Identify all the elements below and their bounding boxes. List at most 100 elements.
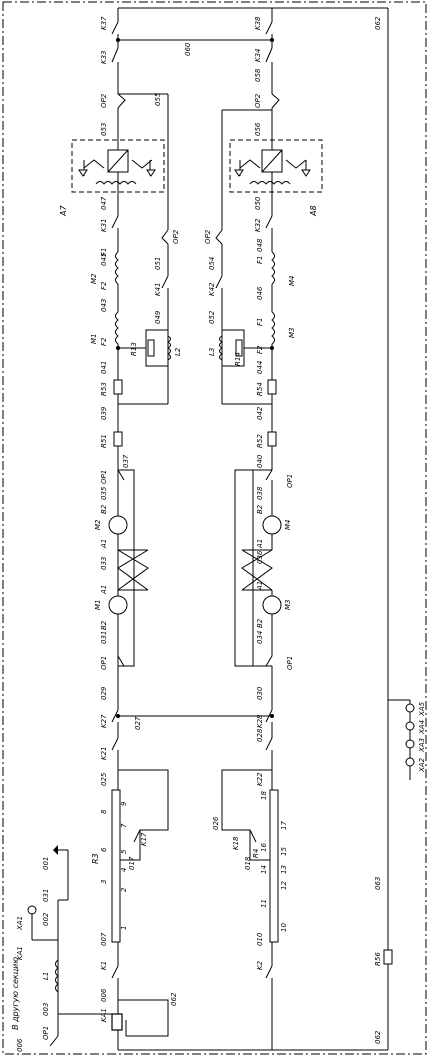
k27-contact[interactable]: [111, 709, 119, 723]
op2-branch-right[interactable]: [215, 229, 223, 245]
label-054: 054: [208, 257, 216, 270]
label-f2-left-lower: F2: [100, 337, 108, 346]
tap-15: 15: [280, 847, 288, 856]
label-035: 035: [100, 486, 108, 500]
coil-f2-right: [271, 311, 275, 345]
xa4-terminal[interactable]: [405, 721, 415, 731]
label-033: 033: [100, 557, 108, 570]
label-031b: 031: [42, 889, 50, 902]
label-044: 044: [256, 361, 264, 374]
resistor-r53: [113, 379, 123, 395]
label-f1-right-lower: F1: [256, 318, 264, 326]
k42-contact[interactable]: [215, 275, 223, 289]
label-xa1: XA1: [16, 916, 24, 931]
label-062-bottom: 062: [374, 1030, 382, 1044]
op1-contact-upper-left[interactable]: [117, 469, 125, 481]
k22-contact[interactable]: [265, 737, 273, 751]
label-028: 028: [256, 728, 264, 742]
label-k38: K38: [254, 16, 262, 30]
tap-7: 7: [120, 823, 128, 828]
label-r52: R52: [256, 434, 264, 448]
label-f2-left: F2: [100, 281, 108, 290]
k32-contact[interactable]: [265, 215, 273, 229]
op2-contact-right[interactable]: [271, 93, 280, 109]
label-049: 049: [154, 310, 162, 324]
k34-contact[interactable]: [265, 47, 273, 63]
motor-m2: [108, 515, 128, 535]
xa3-terminal[interactable]: [405, 739, 415, 749]
label-062-mid: 062: [170, 992, 178, 1006]
crossover-right: [241, 549, 273, 591]
label-xa4: XA4: [418, 720, 426, 735]
label-m2-coil: M2: [90, 273, 98, 284]
k2-contact[interactable]: [265, 965, 273, 979]
label-001: 001: [42, 857, 50, 870]
label-k22: K22: [256, 772, 264, 786]
label-031: 031: [100, 631, 108, 644]
label-025: 025: [100, 772, 108, 786]
label-m3: M3: [284, 600, 292, 611]
k31-contact[interactable]: [111, 215, 119, 229]
k33-contact[interactable]: [111, 47, 119, 63]
k17-contact[interactable]: [133, 829, 141, 843]
tap-5: 5: [120, 849, 128, 854]
resistor-r56: [383, 949, 393, 965]
xa2-terminal[interactable]: [405, 757, 415, 767]
op1-contact-lower-left[interactable]: [117, 655, 125, 667]
label-r51: R51: [100, 434, 108, 448]
label-k27: K27: [100, 714, 108, 728]
label-a1-upper-right: A1: [256, 539, 264, 549]
label-xa2: XA2: [418, 757, 426, 773]
label-f1-left: F1: [100, 248, 108, 256]
label-053: 053: [100, 123, 108, 136]
op1-contact-upper-right[interactable]: [265, 469, 273, 481]
resistor-r51: [113, 431, 123, 447]
inductor-l3-r14: [219, 329, 274, 367]
label-k28: K28: [256, 714, 264, 728]
label-l3: L3: [208, 348, 216, 356]
tap-8: 8: [100, 809, 108, 814]
label-xa3: XA3: [418, 738, 426, 753]
label-040: 040: [256, 454, 264, 468]
k17-loop: [118, 769, 169, 861]
label-m4-coil: M4: [288, 276, 296, 287]
k1-contact[interactable]: [111, 965, 119, 979]
xa5-terminal[interactable]: [405, 703, 415, 713]
label-r53: R53: [100, 382, 108, 396]
tap-9: 9: [120, 801, 128, 806]
xa1-terminal[interactable]: [27, 905, 37, 915]
k38-contact[interactable]: [265, 21, 273, 35]
label-k37: K37: [100, 16, 108, 30]
k18-contact[interactable]: [249, 829, 257, 843]
k21-contact[interactable]: [111, 737, 119, 751]
label-k33: K33: [100, 51, 108, 65]
k18-loop: [221, 769, 272, 861]
label-042: 042: [256, 406, 264, 420]
resistor-r54: [267, 379, 277, 395]
label-003: 003: [42, 1003, 50, 1016]
op2-contact-left[interactable]: [117, 93, 126, 109]
op1-contact-bottom[interactable]: [49, 1035, 59, 1047]
k37-contact[interactable]: [111, 21, 119, 35]
label-060: 060: [184, 42, 192, 56]
tap-3: 3: [100, 880, 108, 884]
label-op1-bottom: OP1: [42, 1026, 50, 1040]
k41-contact[interactable]: [161, 275, 169, 289]
label-017: 017: [128, 856, 136, 870]
tap-2: 2: [120, 887, 128, 892]
label-b2-lower-right: B2: [256, 618, 264, 628]
label-007: 007: [100, 932, 108, 946]
label-a1-lower-left: A1: [100, 585, 108, 595]
op2-branch-left[interactable]: [161, 229, 169, 245]
label-op1-upper-left: OP1: [100, 470, 108, 484]
tap-1: 1: [120, 926, 128, 930]
label-op1-upper-right: OP1: [286, 474, 294, 488]
label-043: 043: [100, 299, 108, 312]
label-048: 048: [256, 238, 264, 252]
label-group: В другую секцию K37 K38 062 060 K33 K34 …: [11, 16, 426, 1052]
ka1-relay-block[interactable]: [111, 1013, 123, 1031]
op1-contact-lower-right[interactable]: [265, 655, 273, 667]
label-047: 047: [100, 196, 108, 210]
